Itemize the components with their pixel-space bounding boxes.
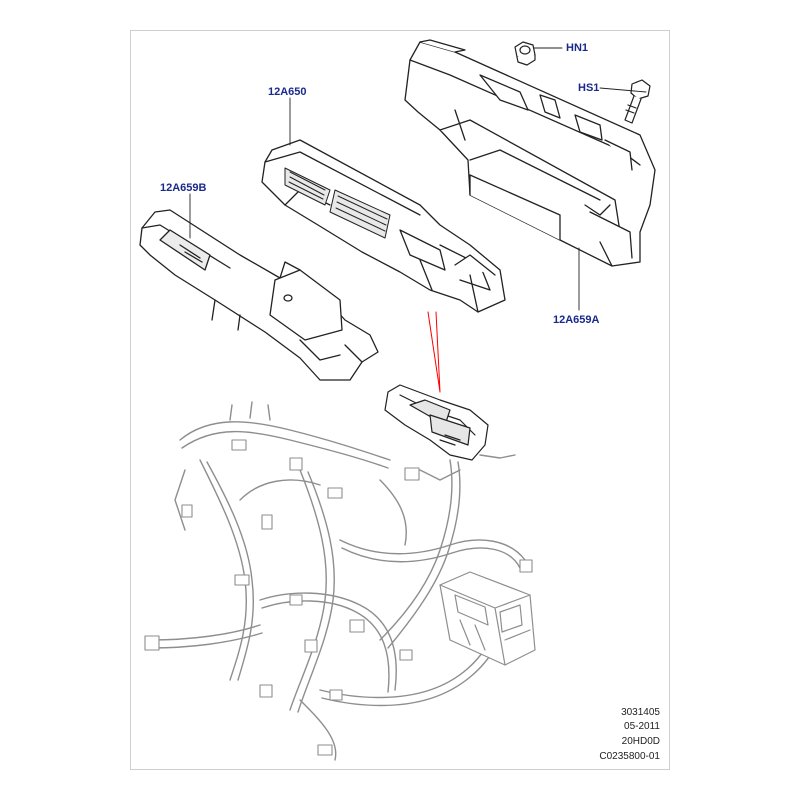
callout-hs1: HS1 (578, 82, 600, 94)
drawing-sheet-id: C0235800-01 (599, 751, 660, 762)
harness-connector-module (384, 384, 489, 461)
leader-marker (427, 311, 441, 393)
housing-12a650 (261, 139, 506, 313)
wiring-harness (149, 401, 526, 761)
junction-box (439, 571, 536, 666)
cover-12a659a (404, 39, 656, 267)
drawing-number: 3031405 (621, 707, 660, 718)
drawing-code: 20HD0D (621, 736, 660, 747)
callout-hn1: HN1 (566, 42, 589, 54)
drawing-date: 05-2011 (624, 721, 660, 732)
bracket-12a659b (139, 209, 379, 381)
callout-12a659a: 12A659A (553, 314, 600, 326)
callout-12a650: 12A650 (268, 86, 307, 98)
harness-connectors (144, 439, 533, 756)
bolt-hs1 (624, 79, 651, 124)
nut-hn1 (514, 41, 536, 66)
callout-12a659b: 12A659B (160, 182, 207, 194)
callout-leaders (189, 47, 647, 311)
